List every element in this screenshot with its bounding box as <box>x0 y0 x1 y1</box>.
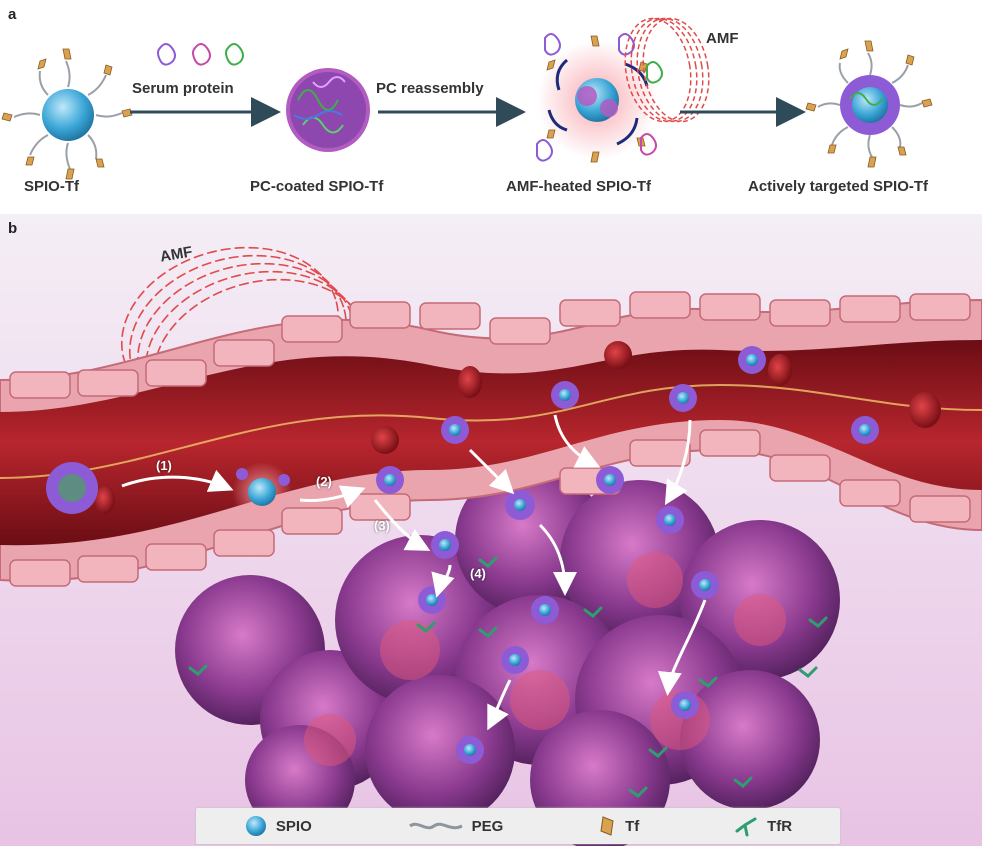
amf-heated-spio-tf-particle <box>536 33 663 163</box>
panel-a-letter: a <box>8 6 17 23</box>
label-spio-tf: SPIO-Tf <box>24 178 79 195</box>
nanoparticles <box>46 346 879 764</box>
pc-coated-spio-tf-particle <box>286 68 370 152</box>
legend-item-spio: SPIO <box>244 814 312 838</box>
red-blood-cells <box>95 341 941 514</box>
legend-label-spio: SPIO <box>275 817 312 835</box>
serum-protein-icons <box>157 43 244 66</box>
step-label-2: (2) <box>316 474 332 489</box>
label-arrow-pc-reassembly: PC reassembly <box>376 80 484 97</box>
flow-arrows <box>121 414 707 731</box>
step-label-1: (1) <box>156 458 172 473</box>
legend-label-tf: Tf <box>625 817 640 835</box>
label-pc-coated-spio-tf: PC-coated SPIO-Tf <box>250 178 384 195</box>
label-amf-a: AMF <box>706 30 739 47</box>
label-actively-targeted-spio-tf: Actively targeted SPIO-Tf <box>748 178 929 195</box>
tfr-receptors <box>188 481 828 798</box>
tfr-icon <box>735 817 757 837</box>
legend-label-peg: PEG <box>471 817 504 835</box>
label-amf-heated-spio-tf: AMF-heated SPIO-Tf <box>506 178 651 195</box>
spio-tf-particle <box>1 48 133 180</box>
amf-coil-a <box>624 17 710 123</box>
peg-icon <box>408 822 463 830</box>
label-arrow-serum-protein: Serum protein <box>132 80 234 97</box>
actively-targeted-spio-tf-particle <box>805 40 933 168</box>
spio-icon <box>245 816 266 836</box>
panel-b-letter: b <box>8 220 18 237</box>
legend: SPIO PEG Tf TfR <box>196 808 840 844</box>
tf-icon <box>600 816 614 836</box>
endothelial-cells <box>9 291 971 587</box>
step-label-3: (3) <box>374 518 390 533</box>
legend-label-tfr: TfR <box>767 817 793 835</box>
step-label-4: (4) <box>470 566 486 581</box>
legend-item-peg: PEG <box>408 817 504 835</box>
legend-item-tf: Tf <box>599 815 639 837</box>
legend-item-tfr: TfR <box>735 815 792 837</box>
